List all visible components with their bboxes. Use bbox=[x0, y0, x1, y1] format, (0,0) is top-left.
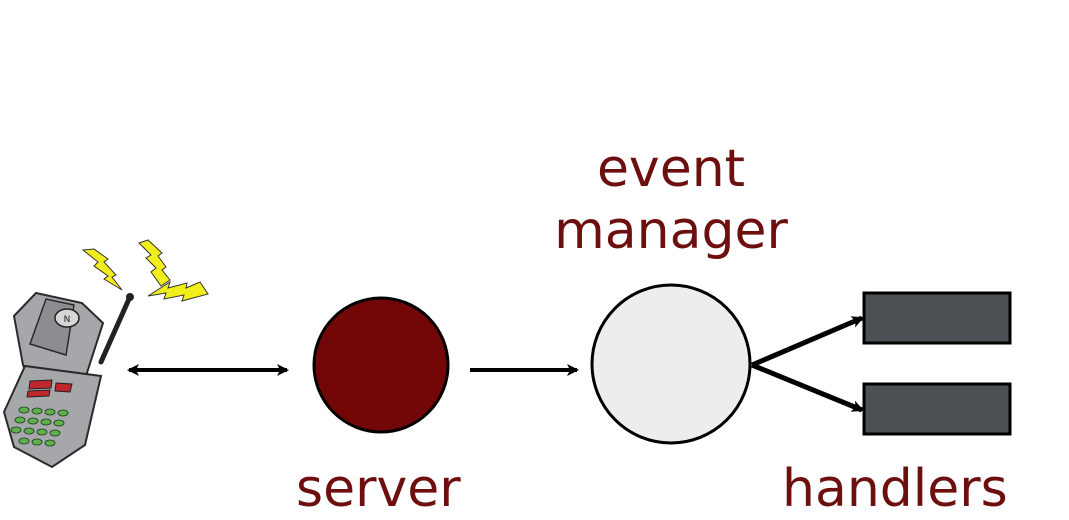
handlers-label: handlers bbox=[782, 459, 1008, 519]
event-manager-label: event manager bbox=[551, 138, 791, 262]
server-node bbox=[312, 296, 450, 434]
event-architecture-diagram: N bbox=[2, 239, 1012, 469]
event-manager-label-line2: manager bbox=[554, 201, 788, 261]
event-manager-handler-2-arrow bbox=[751, 362, 864, 413]
flip-phone-ringing-icon: N bbox=[2, 239, 209, 469]
svg-text:N: N bbox=[64, 315, 71, 325]
handler-box-1 bbox=[862, 291, 1012, 345]
event-manager-label-line1: event bbox=[596, 139, 746, 199]
handler-box-2 bbox=[862, 382, 1012, 436]
server-label: server bbox=[296, 459, 461, 519]
event-manager-node bbox=[590, 283, 752, 445]
event-manager-handler-1-arrow bbox=[751, 315, 864, 368]
